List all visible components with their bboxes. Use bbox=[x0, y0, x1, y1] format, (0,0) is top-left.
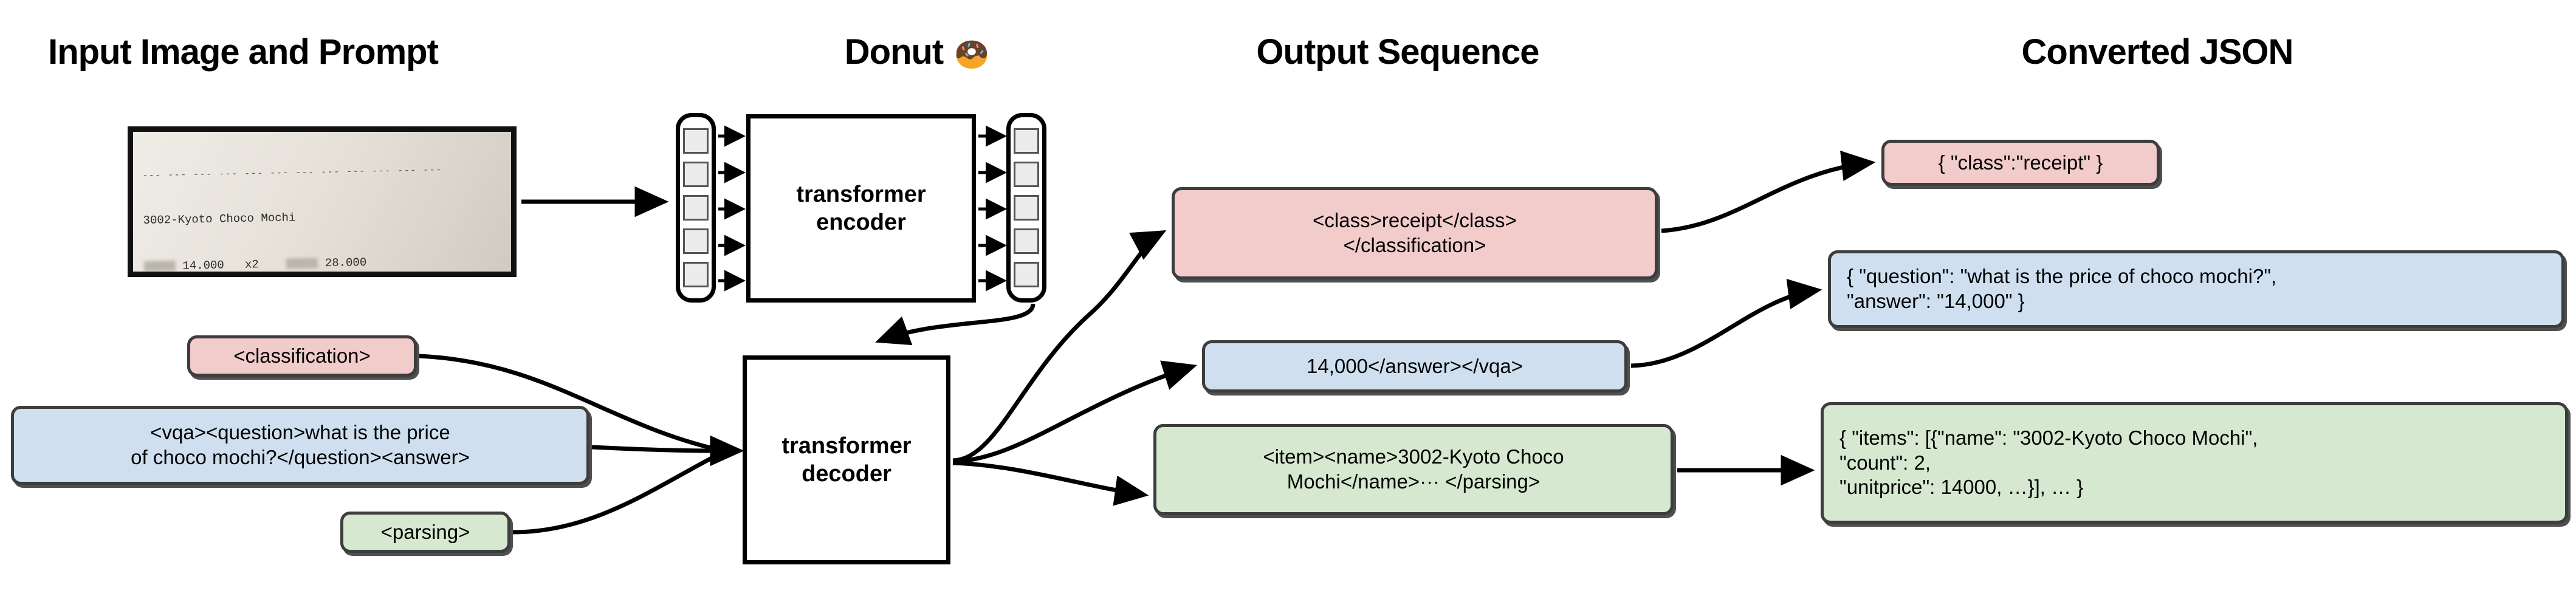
token-box bbox=[683, 128, 709, 154]
header-donut-label: Donut bbox=[844, 32, 944, 72]
header-output-sequence: Output Sequence bbox=[1256, 32, 1539, 72]
blur-redaction bbox=[286, 258, 318, 269]
encoder-output-tokens bbox=[1006, 113, 1046, 303]
receipt-paper bbox=[133, 132, 511, 272]
transformer-encoder-block: transformer encoder bbox=[746, 114, 976, 303]
header-donut-group: Donut bbox=[760, 32, 1076, 72]
encoder-input-tokens bbox=[676, 113, 716, 303]
header-input-image-and-prompt: Input Image and Prompt bbox=[48, 32, 439, 72]
token-box bbox=[1014, 194, 1039, 221]
token-box bbox=[683, 194, 709, 221]
blur-redaction bbox=[143, 261, 176, 272]
token-box bbox=[1014, 261, 1039, 287]
output-classification-box: <class>receipt</class> </classification> bbox=[1172, 187, 1658, 279]
wire-output-to-json-classification bbox=[1661, 150, 1876, 233]
wire-decoder-to-output-classification bbox=[952, 230, 1167, 463]
token-box bbox=[1014, 162, 1039, 188]
output-parsing-box: <item><name>3002-Kyoto Choco Mochi</name… bbox=[1153, 424, 1674, 515]
receipt-input-image: --- --- --- --- --- --- --- --- --- --- … bbox=[128, 126, 517, 277]
receipt-top-rule: --- --- --- --- --- --- --- --- --- --- … bbox=[142, 165, 442, 181]
wire-encoder-to-decoder bbox=[875, 303, 1036, 346]
receipt-line-1: 3002-Kyoto Choco Mochi bbox=[143, 211, 296, 227]
output-vqa-box: 14,000</answer></vqa> bbox=[1202, 340, 1627, 392]
json-classification-box: { "class":"receipt" } bbox=[1881, 140, 2160, 186]
wire-output-to-json-vqa bbox=[1630, 278, 1822, 368]
token-box bbox=[683, 162, 709, 188]
prompt-classification-box: <classification> bbox=[187, 335, 417, 377]
wire-vqa-prompt-to-decoder bbox=[591, 445, 724, 453]
token-box bbox=[683, 228, 709, 254]
token-box bbox=[683, 261, 709, 287]
receipt-line-2: 14.000 x2 28.000 bbox=[143, 253, 509, 272]
token-box bbox=[1014, 228, 1039, 254]
receipt-text: --- --- --- --- --- --- --- --- --- --- … bbox=[142, 132, 511, 272]
header-converted-json: Converted JSON bbox=[2021, 32, 2294, 72]
donut-emoji-icon bbox=[953, 33, 991, 71]
token-box bbox=[1014, 128, 1039, 154]
prompt-vqa-box: <vqa><question>what is the price of choc… bbox=[11, 406, 589, 485]
json-parsing-box: { "items": [{"name": "3002-Kyoto Choco M… bbox=[1821, 402, 2568, 524]
wire-decoder-to-output-parsing bbox=[952, 461, 1149, 506]
json-vqa-box: { "question": "what is the price of choc… bbox=[1828, 250, 2564, 328]
prompt-parsing-box: <parsing> bbox=[340, 512, 510, 553]
transformer-decoder-block: transformer decoder bbox=[743, 355, 950, 564]
